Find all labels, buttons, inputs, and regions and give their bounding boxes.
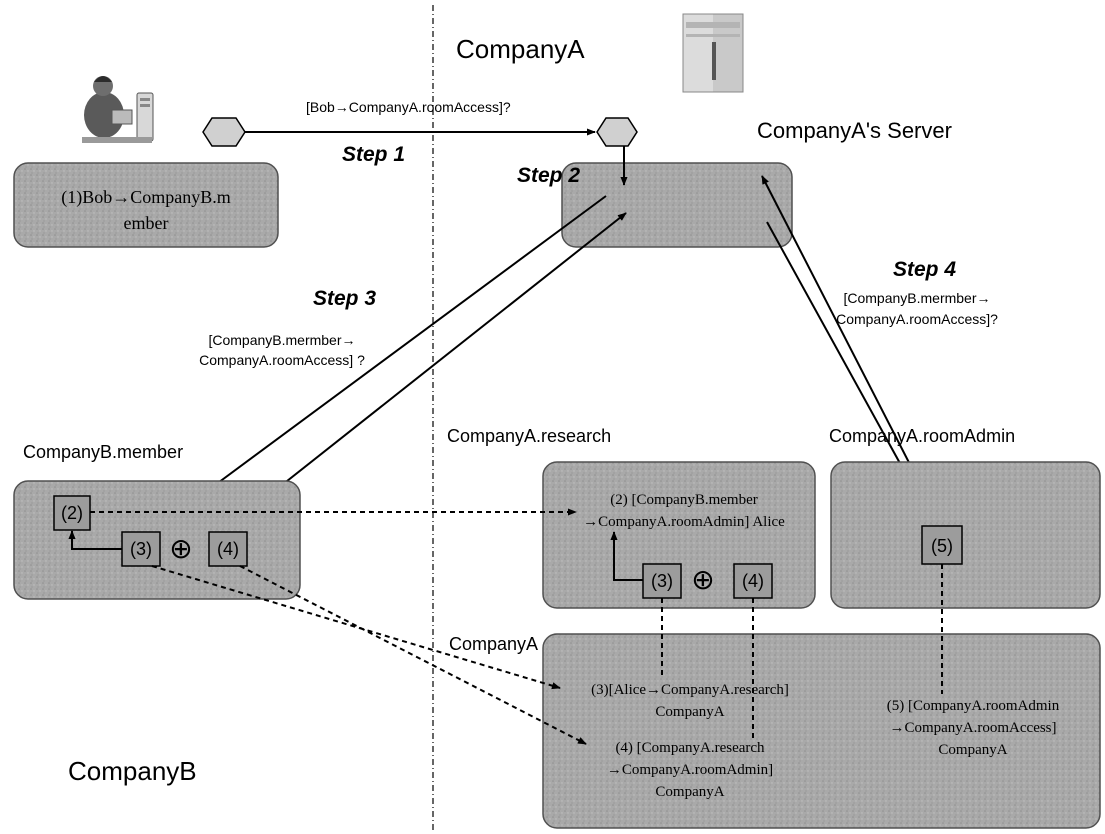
credential-4-line3: CompanyA bbox=[655, 784, 724, 800]
step3-label: Step 3 bbox=[313, 287, 376, 310]
companyb-region-title: CompanyB bbox=[68, 756, 197, 786]
step1-query: [Bob→CompanyA.roomAccess]? bbox=[306, 99, 511, 115]
research-oplus-icon: ⊕ bbox=[691, 563, 714, 596]
bob-credential-line2: ember bbox=[124, 213, 169, 233]
credential-3-line1: (3)[Alice→CompanyA.research] bbox=[591, 682, 789, 698]
companyb-marker-4-text: (4) bbox=[217, 539, 239, 559]
step2-label: Step 2 bbox=[517, 164, 580, 187]
step4-query-line2: CompanyA.roomAccess]? bbox=[836, 311, 998, 327]
credential-4-line2: →CompanyA.roomAdmin] bbox=[607, 762, 773, 778]
request-token-server bbox=[597, 118, 637, 146]
link-3-to-credential-3 bbox=[152, 566, 560, 688]
companyb-marker-2-text: (2) bbox=[61, 503, 83, 523]
research-marker-4-text: (4) bbox=[742, 571, 764, 591]
server-icon bbox=[683, 14, 743, 92]
credential-4-line1: (4) [CompanyA.research bbox=[615, 740, 765, 756]
companyb-oplus-icon: ⊕ bbox=[169, 532, 192, 565]
server-label: CompanyA's Server bbox=[757, 118, 952, 143]
step1-label: Step 1 bbox=[342, 143, 405, 166]
companyb-member-label: CompanyB.member bbox=[23, 442, 183, 462]
credential-3-line2: CompanyA bbox=[655, 704, 724, 720]
credential-2-line2: →CompanyA.roomAdmin] Alice bbox=[583, 514, 785, 530]
companyb-marker-3-text: (3) bbox=[130, 539, 152, 559]
bob-credential-line1: (1)Bob→CompanyB.m bbox=[61, 187, 231, 208]
research-marker-3-text: (3) bbox=[651, 571, 673, 591]
step3-query-line2: CompanyA.roomAccess] ? bbox=[199, 352, 365, 368]
research-label: CompanyA.research bbox=[447, 426, 611, 446]
link-4-to-credential-4 bbox=[240, 566, 586, 744]
bob-user-icon bbox=[82, 76, 153, 143]
request-token-bob bbox=[203, 118, 245, 146]
credential-5-line1: (5) [CompanyA.roomAdmin bbox=[887, 698, 1060, 714]
companya-issuer-label: CompanyA bbox=[449, 634, 538, 654]
step3-query-line1: [CompanyB.mermber→ bbox=[208, 332, 355, 348]
step4-query-line1: [CompanyB.mermber→ bbox=[843, 290, 990, 306]
room-admin-label: CompanyA.roomAdmin bbox=[829, 426, 1015, 446]
credential-5-line3: CompanyA bbox=[938, 742, 1007, 758]
room-admin-box bbox=[831, 462, 1100, 608]
companya-region-title: CompanyA bbox=[456, 34, 585, 64]
step4-label: Step 4 bbox=[893, 258, 956, 281]
credential-2-line1: (2) [CompanyB.member bbox=[610, 492, 757, 508]
server-box bbox=[562, 163, 792, 247]
room-admin-marker-5-text: (5) bbox=[931, 536, 953, 556]
credential-5-line2: →CompanyA.roomAccess] bbox=[889, 720, 1056, 736]
